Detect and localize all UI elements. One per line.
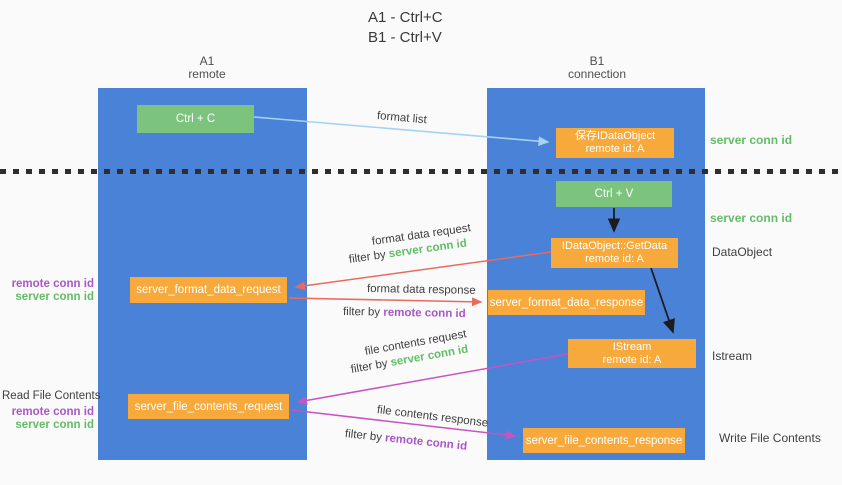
lane-a-header: A1 remote bbox=[152, 55, 262, 81]
edge-label-format-data-response: format data response bbox=[366, 283, 476, 297]
edge-label-filter-remote-conn-id-2: filter by remote conn id bbox=[344, 428, 467, 453]
node-server-format-data-response: server_format_data_response bbox=[488, 290, 645, 315]
node-ctrl-c: Ctrl + C bbox=[137, 105, 254, 133]
lane-a-role: remote bbox=[188, 67, 226, 81]
node-ctrl-c-label: Ctrl + C bbox=[175, 113, 216, 125]
left-remote-conn-id-lower: remote conn id bbox=[11, 406, 94, 418]
node-server-file-contents-request: server_file_contents_request bbox=[128, 394, 289, 419]
lane-b-role: connection bbox=[567, 67, 627, 81]
remote-conn-id-text: remote conn id bbox=[384, 432, 468, 453]
node-idataobject-getdata-line2: remote id: A bbox=[585, 253, 644, 265]
left-server-conn-id-lower: server conn id bbox=[15, 419, 94, 431]
node-ctrl-v: Ctrl + V bbox=[556, 181, 672, 207]
edge-label-file-contents-response: file contents response bbox=[376, 404, 489, 430]
title-line-1: A1 - Ctrl+C bbox=[368, 9, 443, 26]
node-istream-line1: IStream bbox=[612, 340, 652, 353]
node-save-idataobject: 保存IDataObject remote id: A bbox=[556, 128, 674, 158]
left-conn-id-labels-upper: remote conn id server conn id bbox=[2, 278, 94, 304]
remote-conn-id-text: remote conn id bbox=[383, 306, 466, 321]
filter-by-text: filter by bbox=[349, 357, 389, 376]
node-server-file-contents-response-label: server_file_contents_response bbox=[525, 434, 683, 447]
node-idataobject-getdata-line1: IDataObject::GetData bbox=[561, 240, 668, 252]
filter-by-text: filter by bbox=[348, 248, 387, 266]
side-label-write-file-contents: Write File Contents bbox=[719, 431, 821, 445]
lane-b-header: B1 connection bbox=[542, 55, 652, 81]
session-divider-dotted-line bbox=[0, 169, 842, 174]
filter-by-text: filter by bbox=[344, 428, 383, 444]
node-server-file-contents-response: server_file_contents_response bbox=[523, 428, 685, 453]
diagram-title: A1 - Ctrl+C B1 - Ctrl+V bbox=[368, 8, 443, 48]
node-idataobject-getdata: IDataObject::GetData remote id: A bbox=[551, 238, 678, 268]
title-line-2: B1 - Ctrl+V bbox=[368, 29, 442, 46]
node-save-idataobject-line2: remote id: A bbox=[585, 143, 645, 155]
side-label-read-file-contents: Read File Contents bbox=[2, 390, 101, 402]
node-server-file-contents-request-label: server_file_contents_request bbox=[134, 400, 283, 413]
filter-by-text: filter by bbox=[342, 306, 381, 319]
lane-b-name: B1 bbox=[589, 54, 605, 68]
format-data-response-arrow bbox=[288, 297, 483, 307]
left-remote-conn-id-upper: remote conn id bbox=[11, 278, 94, 290]
node-server-format-data-response-label: server_format_data_response bbox=[489, 296, 644, 309]
node-istream-line2: remote id: A bbox=[602, 353, 662, 366]
node-ctrl-v-label: Ctrl + V bbox=[594, 188, 634, 200]
node-server-format-data-request: server_format_data_request bbox=[130, 277, 287, 303]
left-conn-id-labels-lower: remote conn id server conn id bbox=[2, 406, 94, 432]
side-label-server-conn-id-mid: server conn id bbox=[710, 211, 793, 225]
edge-label-format-list: format list bbox=[376, 110, 428, 127]
node-save-idataobject-line1: 保存IDataObject bbox=[574, 130, 656, 142]
left-server-conn-id-upper: server conn id bbox=[15, 291, 94, 303]
side-label-dataobject: DataObject bbox=[712, 245, 773, 259]
node-istream: IStream remote id: A bbox=[568, 339, 696, 368]
side-label-istream: Istream bbox=[712, 349, 753, 363]
side-label-server-conn-id-top: server conn id bbox=[710, 133, 793, 147]
edge-label-filter-remote-conn-id-1: filter by remote conn id bbox=[343, 306, 466, 320]
lane-a-name: A1 bbox=[199, 54, 215, 68]
node-server-format-data-request-label: server_format_data_request bbox=[136, 284, 281, 296]
